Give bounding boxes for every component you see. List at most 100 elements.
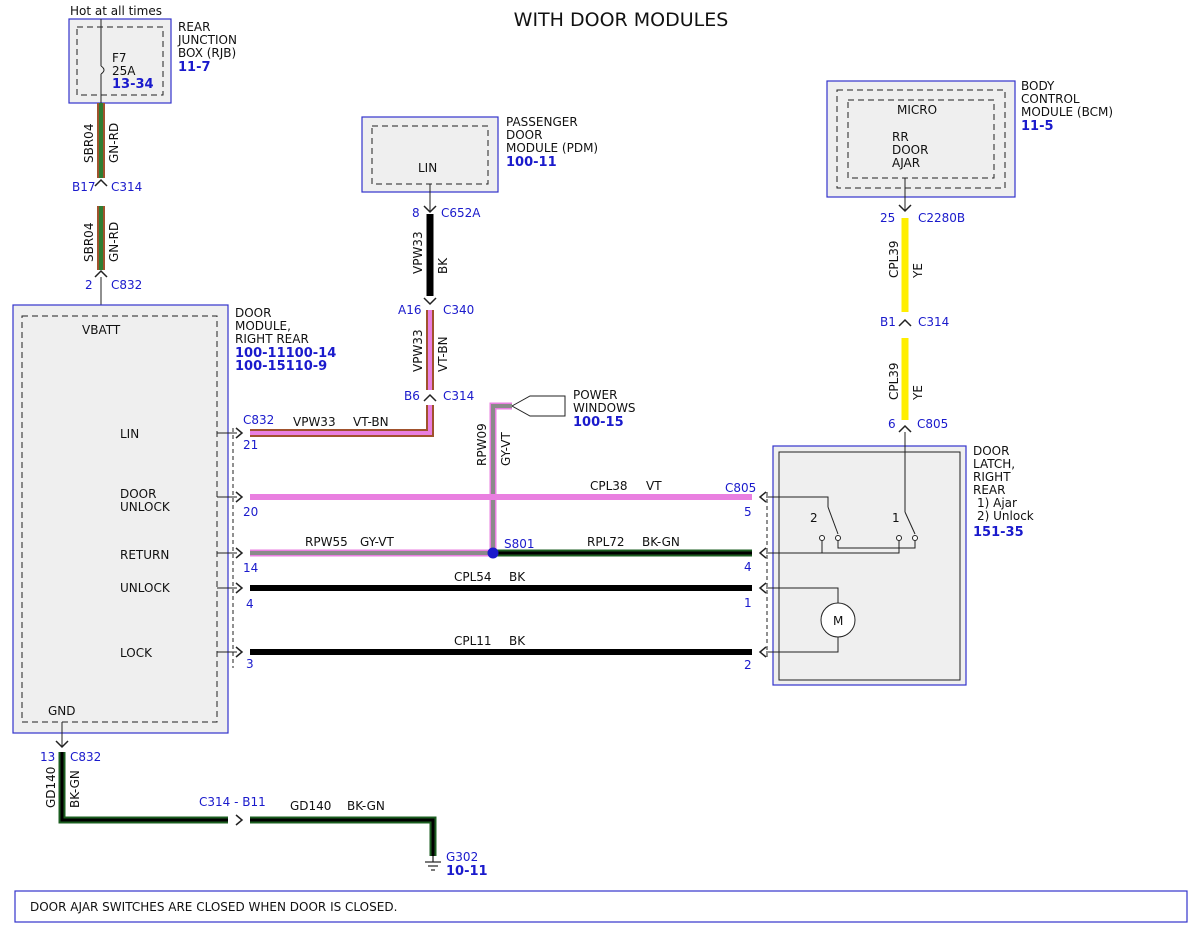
- latch-ref: 151-35: [973, 525, 1024, 540]
- latch-item-2: 2) Unlock: [977, 509, 1034, 523]
- wire-cpl38-vt: CPL38 VT: [250, 479, 752, 500]
- wire-color-bk-gn-c: BK-GN: [347, 799, 385, 813]
- diagram-title: WITH DOOR MODULES: [514, 9, 729, 31]
- bcm-micro: MICRO: [897, 103, 937, 117]
- wire-color-gn-rd-b: GN-RD: [107, 222, 121, 262]
- body-control-module: MICRO RR DOOR AJAR BODY CONTROL MODULE (…: [826, 79, 1113, 198]
- power-windows-name-1: POWER: [573, 388, 617, 402]
- wire-id-vpw33-c: VPW33: [293, 415, 336, 429]
- wire-id-sbr04-a: SBR04: [82, 124, 96, 163]
- wire-id-vpw33-b: VPW33: [411, 329, 425, 372]
- wire-color-bk-a: BK: [436, 257, 450, 274]
- wire-color-bk-b: BK: [509, 570, 526, 584]
- rear-junction-box: Hot at all times F7 25A 13-34 REAR JUNCT…: [68, 4, 237, 104]
- wire-cpl11-bk: CPL11 BK: [250, 634, 752, 655]
- pin-14: 14: [243, 561, 258, 575]
- rjb-hot-label: Hot at all times: [70, 4, 162, 18]
- pin-1: 1: [744, 596, 752, 610]
- door-module-name-3: RIGHT REAR: [235, 332, 309, 346]
- pdm-name-1: PASSENGER: [506, 115, 578, 129]
- wire-id-gd140-b: GD140: [290, 799, 331, 813]
- splice-s801-label: S801: [504, 537, 535, 551]
- motor-icon: [766, 587, 856, 653]
- connector-c314-c: C314: [918, 315, 949, 329]
- wire-id-cpl38: CPL38: [590, 479, 628, 493]
- wire-gd140-right: GD140 BK-GN: [250, 799, 437, 856]
- ground-g302: G302: [446, 850, 478, 864]
- ground-g302-ref: 10-11: [446, 864, 488, 879]
- fuse-number: F7: [112, 51, 127, 65]
- fuse-amps: 25A: [112, 64, 136, 78]
- wire-rpw55-gy-vt: RPW55 GY-VT: [250, 535, 493, 557]
- connector-c652a: C652A: [441, 206, 481, 220]
- connector-c314-a: C314: [111, 180, 142, 194]
- wire-id-cpl39-a: CPL39: [887, 240, 901, 278]
- power-windows-name-2: WINDOWS: [573, 401, 636, 415]
- rjb-name-1: REAR: [178, 20, 210, 34]
- wire-rpl72-bk-gn: RPL72 BK-GN: [493, 535, 752, 557]
- pin-2: 2: [85, 278, 93, 292]
- wire-color-gy-vt-a: GY-VT: [499, 432, 513, 466]
- wire-color-vt: VT: [646, 479, 662, 493]
- wire-color-ye-a: YE: [911, 263, 925, 279]
- fuse-ref: 13-34: [112, 77, 154, 92]
- pin-5: 5: [744, 505, 752, 519]
- pin-4-right: 4: [744, 560, 752, 574]
- wire-sbr04-lower: SBR04 GN-RD: [82, 206, 121, 270]
- wire-id-rpl72: RPL72: [587, 535, 625, 549]
- door-module-name-1: DOOR: [235, 306, 271, 320]
- connector-c314-arrow: [94, 178, 108, 187]
- rjb-name-2: JUNCTION: [177, 33, 237, 47]
- pin-label-gnd: GND: [48, 704, 76, 718]
- wire-id-rpw09: RPW09: [475, 423, 489, 466]
- pdm-pin-lin: LIN: [418, 161, 437, 175]
- wire-id-cpl39-b: CPL39: [887, 362, 901, 400]
- splice-s801: [487, 547, 499, 559]
- pin-3: 3: [246, 657, 254, 671]
- pin-21: 21: [243, 438, 258, 452]
- connector-c832-bottom: C832: [70, 750, 101, 764]
- wire-color-bk-c: BK: [509, 634, 526, 648]
- wire-id-cpl54: CPL54: [454, 570, 492, 584]
- ground-icon: [425, 856, 441, 871]
- power-windows-ref: POWER WINDOWS 100-15: [510, 388, 636, 430]
- pin-label-unlock-a: UNLOCK: [120, 500, 171, 514]
- rjb-name-3: BOX (RJB): [178, 46, 236, 60]
- pin-20: 20: [243, 505, 258, 519]
- connector-c805-top: C805: [917, 417, 948, 431]
- pin-b6: B6: [404, 389, 420, 403]
- fuse-icon: [100, 65, 105, 75]
- switch-2-label: 2: [810, 511, 818, 525]
- latch-name-1: DOOR: [973, 444, 1009, 458]
- wire-color-gy-vt-b: GY-VT: [360, 535, 394, 549]
- wire-cpl39-ye-lower: CPL39 YE: [887, 338, 925, 420]
- pin-2-right: 2: [744, 658, 752, 672]
- door-module-ref-1: 100-11100-14: [235, 346, 336, 361]
- wire-vpw33-bk: VPW33 BK: [411, 214, 450, 296]
- pin-label-unlock-b: UNLOCK: [120, 581, 171, 595]
- pin-a16: A16: [398, 303, 421, 317]
- latch-side-arrows: [758, 491, 767, 658]
- bcm-name-3: MODULE (BCM): [1021, 105, 1113, 119]
- wire-rpw09-gy-vt: RPW09 GY-VT: [475, 402, 513, 553]
- power-windows-arrow-icon: [510, 395, 566, 417]
- pdm-name-2: DOOR: [506, 128, 542, 142]
- pin-b17: B17: [72, 180, 96, 194]
- pin-label-door: DOOR: [120, 487, 156, 501]
- wire-color-bk-gn-a: BK-GN: [642, 535, 680, 549]
- connector-c340: C340: [443, 303, 474, 317]
- connector-c314-b11: C314 - B11: [199, 795, 266, 809]
- note-text: DOOR AJAR SWITCHES ARE CLOSED WHEN DOOR …: [30, 900, 397, 914]
- rjb-ref: 11-7: [178, 60, 211, 75]
- wire-lin-vpw33: VPW33 VT-BN: [250, 405, 434, 437]
- switch-1-icon: [766, 432, 918, 554]
- pin-label-lin: LIN: [120, 427, 139, 441]
- wire-gd140-left: GD140 BK-GN: [44, 752, 228, 824]
- switch-1-label: 1: [892, 511, 900, 525]
- module-side-arrows: [235, 427, 244, 658]
- wire-cpl54-bk: CPL54 BK: [250, 570, 752, 591]
- pin-4-left: 4: [246, 597, 254, 611]
- connector-c805-side: C805: [725, 481, 756, 495]
- wire-color-vt-bn-a: VT-BN: [436, 336, 450, 372]
